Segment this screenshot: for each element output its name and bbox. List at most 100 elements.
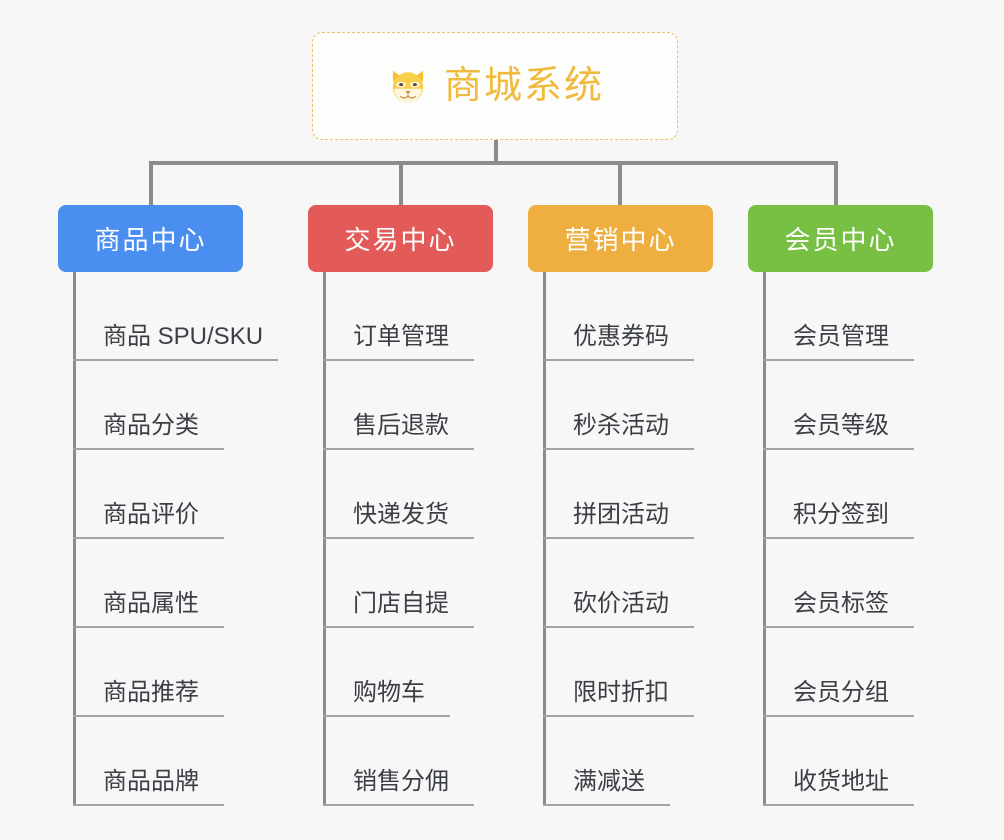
leaf-label: 门店自提 [353,590,449,617]
branch-items-4: 会员管理 会员等级 积分签到 会员标签 会员分组 收货地址 [748,272,933,806]
root-node[interactable]: 商城系统 [312,32,678,140]
leaf-item[interactable]: 收货地址 [748,717,933,806]
leaf-item[interactable]: 门店自提 [308,539,493,628]
shiba-dog-icon [392,70,424,104]
leaf-item[interactable]: 商品属性 [58,539,263,628]
leaf-item[interactable]: 积分签到 [748,450,933,539]
leaf-label: 满减送 [573,768,645,795]
branch-header-label: 交易中心 [344,225,457,255]
leaf-underline [73,804,224,806]
branch-items-3: 优惠券码 秒杀活动 拼团活动 砍价活动 限时折扣 满减送 [528,272,713,806]
leaf-item[interactable]: 商品推荐 [58,628,263,717]
connector-drop-2 [399,161,403,207]
connector-root-stem [494,140,498,164]
connector-horizontal-bus [150,161,838,165]
leaf-label: 商品评价 [103,501,199,528]
leaf-item[interactable]: 会员分组 [748,628,933,717]
leaf-label: 砍价活动 [573,590,669,617]
root-label: 商城系统 [443,65,604,107]
leaf-label: 订单管理 [353,323,449,350]
leaf-label: 商品 SPU/SKU [103,323,264,350]
branch-spine-3 [543,272,546,806]
branch-column-3: 营销中心 优惠券码 秒杀活动 拼团活动 砍价活动 限时折扣 [528,205,713,806]
connector-drop-3 [618,161,622,207]
leaf-item[interactable]: 订单管理 [308,272,493,361]
leaf-item[interactable]: 拼团活动 [528,450,713,539]
leaf-label: 优惠券码 [573,323,669,350]
branch-header-label: 商品中心 [94,225,207,255]
leaf-underline [763,626,914,628]
leaf-label: 购物车 [353,679,425,706]
leaf-underline [73,537,224,539]
leaf-label: 会员管理 [793,323,889,350]
leaf-label: 限时折扣 [573,679,669,706]
branch-items-1: 商品 SPU/SKU 商品分类 商品评价 商品属性 商品推荐 商品品牌 [58,272,278,806]
leaf-underline [543,537,694,539]
leaf-item[interactable]: 满减送 [528,717,713,806]
leaf-label: 拼团活动 [573,501,669,528]
leaf-underline [543,448,694,450]
leaf-underline [73,626,224,628]
leaf-label: 销售分佣 [353,768,449,795]
leaf-underline [73,359,278,361]
leaf-label: 会员分组 [793,679,889,706]
leaf-item[interactable]: 限时折扣 [528,628,713,717]
branch-column-2: 交易中心 订单管理 售后退款 快递发货 门店自提 购物车 [308,205,493,806]
leaf-underline [323,715,450,717]
leaf-item[interactable]: 售后退款 [308,361,493,450]
leaf-label: 商品属性 [103,590,199,617]
leaf-item[interactable]: 会员标签 [748,539,933,628]
leaf-item[interactable]: 商品品牌 [58,717,263,806]
leaf-item[interactable]: 会员等级 [748,361,933,450]
leaf-label: 售后退款 [353,412,449,439]
branch-header-2[interactable]: 交易中心 [308,205,493,272]
leaf-label: 秒杀活动 [573,412,669,439]
branch-header-4[interactable]: 会员中心 [748,205,933,272]
leaf-label: 会员等级 [793,412,889,439]
leaf-label: 商品品牌 [103,768,199,795]
branch-spine-2 [323,272,326,806]
branch-spine-4 [763,272,766,806]
leaf-label: 会员标签 [793,590,889,617]
leaf-label: 商品分类 [103,412,199,439]
leaf-label: 快递发货 [353,501,449,528]
connector-drop-4 [834,161,838,207]
leaf-underline [323,626,474,628]
branch-header-3[interactable]: 营销中心 [528,205,713,272]
leaf-item[interactable]: 秒杀活动 [528,361,713,450]
leaf-underline [73,715,224,717]
leaf-underline [323,537,474,539]
leaf-item[interactable]: 会员管理 [748,272,933,361]
connector-drop-1 [149,161,153,207]
leaf-underline [323,804,474,806]
leaf-item[interactable]: 销售分佣 [308,717,493,806]
leaf-underline [323,359,474,361]
leaf-underline [543,359,694,361]
leaf-label: 收货地址 [793,768,889,795]
leaf-item[interactable]: 商品分类 [58,361,263,450]
leaf-item[interactable]: 砍价活动 [528,539,713,628]
branch-header-label: 会员中心 [784,225,897,255]
branch-column-1: 商品中心 商品 SPU/SKU 商品分类 商品评价 商品属性 商品推荐 [58,205,278,806]
leaf-item[interactable]: 商品 SPU/SKU [58,272,278,361]
branch-header-label: 营销中心 [564,225,677,255]
leaf-item[interactable]: 快递发货 [308,450,493,539]
branch-header-1[interactable]: 商品中心 [58,205,243,272]
branch-items-2: 订单管理 售后退款 快递发货 门店自提 购物车 销售分佣 [308,272,493,806]
branch-column-4: 会员中心 会员管理 会员等级 积分签到 会员标签 会员分组 [748,205,933,806]
leaf-underline [763,448,914,450]
leaf-label: 积分签到 [793,501,889,528]
leaf-item[interactable]: 优惠券码 [528,272,713,361]
leaf-underline [73,448,224,450]
leaf-underline [543,626,694,628]
leaf-underline [763,537,914,539]
leaf-underline [543,715,694,717]
leaf-underline [763,359,914,361]
leaf-item[interactable]: 商品评价 [58,450,263,539]
branch-spine-1 [73,272,76,806]
leaf-item[interactable]: 购物车 [308,628,493,717]
leaf-underline [543,804,670,806]
leaf-label: 商品推荐 [103,679,199,706]
leaf-underline [763,804,914,806]
